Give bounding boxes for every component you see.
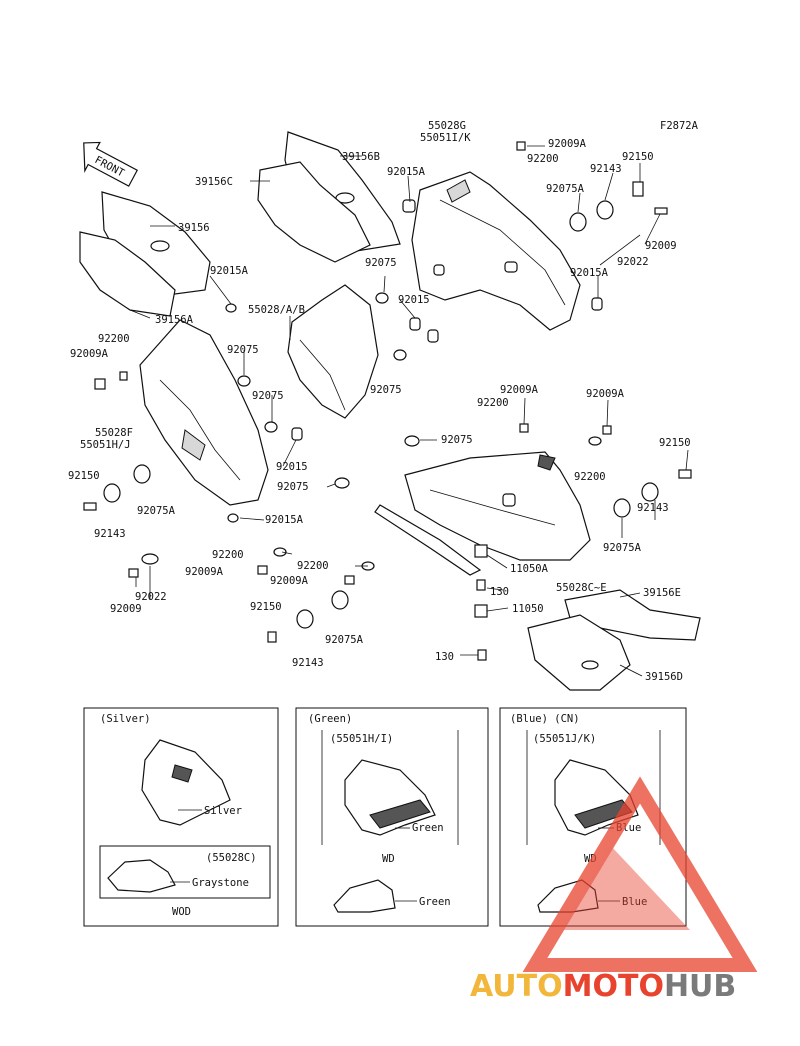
callout: 92009A [70,348,109,360]
panel-footer: WOD [172,906,191,918]
callout: 39156C [195,176,233,188]
lower-color-label: Green [419,896,451,908]
callout: 92009A [270,575,309,587]
watermark-logo: AUTOMOTOHUB [470,776,758,1004]
callout: 92150 [622,151,654,163]
upper-cowl-center [287,284,379,419]
callout: 55028G [428,120,466,132]
callouts: 39156B 39156C 39156 39156A 55028G 55051I… [68,120,691,683]
callout: 92022 [617,256,649,268]
panel-title: (Silver) [100,713,151,725]
callout: 92143 [637,502,669,514]
callout: 92143 [94,528,126,540]
callout: 39156B [342,151,380,163]
callout: 92009A [548,138,587,150]
panel-title: (Blue) (CN) [510,713,580,725]
panel-39156D [527,614,631,691]
callout: 92200 [574,471,606,483]
watermark-triangle-icon [522,776,758,972]
callout: 55028/A/B [248,304,305,316]
figure-code: F2872A [660,120,699,132]
callout: 92015A [570,267,609,279]
callout: 130 [435,651,454,663]
variant-panel-green: (Green) (55051H/I) Green WD Green [295,707,489,927]
color-label: Green [412,822,444,834]
callout: 92015A [210,265,249,277]
callout: 55028C~E [556,582,607,594]
callout: 92075 [227,344,259,356]
callout: 92200 [527,153,559,165]
callout: 92022 [135,591,167,603]
callout: 92075A [603,542,642,554]
callout: 92200 [212,549,244,561]
callout: 92143 [292,657,324,669]
part-code: (55051H/I) [330,733,393,745]
callout: 92009A [185,566,224,578]
callout: 92075A [325,634,364,646]
panel-39156A [79,231,176,317]
front-arrow-icon: FRONT [83,141,139,187]
callout: 92015A [387,166,426,178]
callout: 92150 [659,437,691,449]
part-code: (55051J/K) [533,733,596,745]
callout: 92075 [252,390,284,402]
callout: 92009A [500,384,539,396]
color-label: Silver [204,805,242,817]
watermark-part1: AUTO [470,969,563,1004]
callout: 55051H/J [80,439,131,451]
callout: 92150 [250,601,282,613]
callout: 39156D [645,671,683,683]
side-cowl-left [139,319,269,506]
callout: 92075 [365,257,397,269]
callout: 92009 [110,603,142,615]
sub-color-label: Graystone [192,877,249,889]
callout: 92015 [276,461,308,473]
callout: 55051I/K [420,132,471,144]
panel-title: (Green) [308,713,352,725]
callout: 11050A [510,563,549,575]
callout: 39156E [643,587,681,599]
callout: 92200 [297,560,329,572]
callout: 92015 [398,294,430,306]
callout: 39156A [155,314,194,326]
watermark-part3: HUB [664,969,736,1004]
upper-cowl-right [411,171,581,331]
callout: 92009 [645,240,677,252]
callout: 92200 [98,333,130,345]
variant-panel-silver: (Silver) Silver (55028C) Graystone WOD [83,707,279,927]
callout: 92075 [441,434,473,446]
callout: 55028F [95,427,133,439]
watermark-part2: MOTO [563,969,664,1004]
sub-box-code: (55028C) [206,852,257,864]
callout: 11050 [512,603,544,615]
callout: 92075 [370,384,402,396]
callout: 92075A [546,183,585,195]
mid-label: WD [382,853,395,865]
callout: 92009A [586,388,625,400]
panel-39156C [257,161,371,263]
svg-text:AUTOMOTOHUB: AUTOMOTOHUB [470,969,736,1004]
lower-color-label: Blue [622,896,647,908]
leader-lines [129,145,689,677]
callout: 92143 [590,163,622,175]
callout: 39156 [178,222,210,234]
callout: 92075A [137,505,176,517]
callout: 92150 [68,470,100,482]
callout: 92200 [477,397,509,409]
hardware [83,141,692,661]
callout: 92075 [277,481,309,493]
callout: 92015A [265,514,304,526]
callout: 130 [490,586,509,598]
lower-cowl-right [404,451,591,561]
